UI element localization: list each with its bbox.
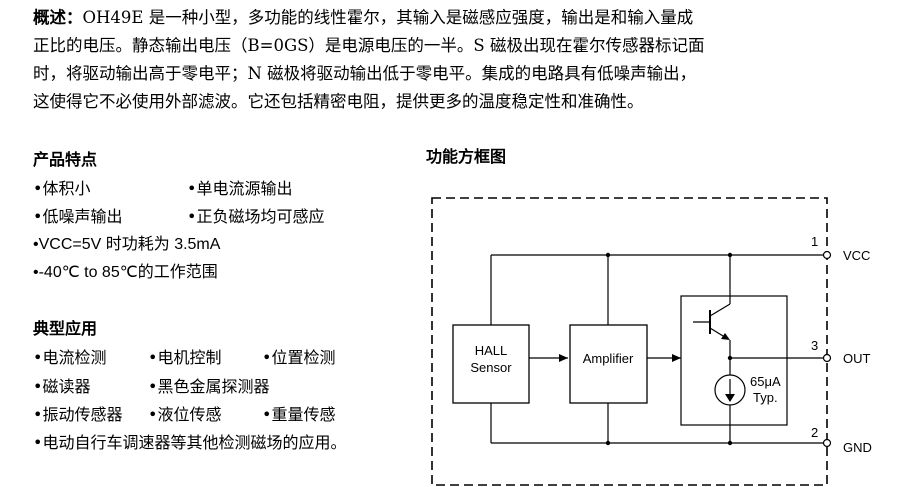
overview-label: 概述： <box>33 8 83 27</box>
feature-temperature-range: •-40℃ to 85℃的工作范围 <box>33 264 218 281</box>
pin-out-number: 3 <box>811 338 818 353</box>
current-source-gnd-dot <box>727 440 733 446</box>
app-ebike-governor: •电动自行车调速器等其他检测磁场的应用。 <box>33 433 347 452</box>
current-source-typ: Typ. <box>753 390 778 405</box>
app-position-detection: •位置检测 <box>262 348 336 367</box>
hall-sensor-block <box>452 324 530 404</box>
app-vibration-sensor: •振动传感器 <box>33 405 123 424</box>
overview-line-1: 概述：OH49E 是一种小型，多功能的线性霍尔，其输入是磁感应强度，输出是和输入… <box>33 8 694 27</box>
features-heading: 产品特点 <box>33 150 98 169</box>
output-stage-block <box>680 295 788 426</box>
overview-paragraph: 概述：OH49E 是一种小型，多功能的线性霍尔，其输入是磁感应强度，输出是和输入… <box>33 4 833 116</box>
feature-small-size: •体积小 <box>33 179 91 198</box>
pin-gnd-terminal <box>822 438 832 448</box>
overview-line-3: 时，将驱动输出高于零电平；N 磁极将驱动输出低于零电平。集成的电路具有低噪声输出… <box>33 64 697 83</box>
pin-out-terminal <box>822 353 832 363</box>
applications-heading: 典型应用 <box>33 319 98 338</box>
vcc-junction-dot <box>605 252 611 258</box>
block-diagram-heading: 功能方框图 <box>426 147 507 166</box>
package-outline <box>431 197 828 486</box>
feature-vcc-power: •VCC=5V 时功耗为 3.5mA <box>33 236 221 253</box>
pin-gnd-number: 2 <box>811 425 818 440</box>
current-source-arrow-head <box>725 394 735 402</box>
hall-sensor-label-1: HALL <box>475 343 508 358</box>
app-current-detection: •电流检测 <box>33 348 107 367</box>
pin-vcc-label: VCC <box>843 248 870 263</box>
pin-vcc-number: 1 <box>811 234 818 249</box>
feature-bipolar-sensing: •正负磁场均可感应 <box>187 207 325 226</box>
feature-single-current-source: •单电流源输出 <box>187 179 293 198</box>
collector-junction-dot <box>727 252 733 258</box>
current-source-value: 65μA <box>750 374 781 389</box>
app-ferrous-detector: •黑色金属探测器 <box>148 377 270 396</box>
pin-vcc-terminal <box>822 250 832 260</box>
app-motor-control: •电机控制 <box>148 348 222 367</box>
amplifier-label: Amplifier <box>583 351 634 366</box>
overview-line-2: 正比的电压。静态输出电压（B=0GS）是电源电压的一半。S 磁极出现在霍尔传感器… <box>33 36 705 55</box>
overview-line-4: 这使得它不必使用外部滤波。它还包括精密电阻，提供更多的温度稳定性和准确性。 <box>33 92 644 111</box>
npn-transistor-symbol <box>693 296 731 358</box>
pin-gnd-label: GND <box>843 440 872 455</box>
app-weight-sensing: •重量传感 <box>262 405 336 424</box>
app-magnetic-reader: •磁读器 <box>33 377 91 396</box>
gnd-junction-dot <box>605 440 611 446</box>
pin-out-label: OUT <box>843 351 871 366</box>
hall-sensor-label-2: Sensor <box>470 360 512 375</box>
amplifier-block <box>569 324 648 404</box>
feature-low-noise: •低噪声输出 <box>33 207 123 226</box>
app-level-sensing: •液位传感 <box>148 405 222 424</box>
